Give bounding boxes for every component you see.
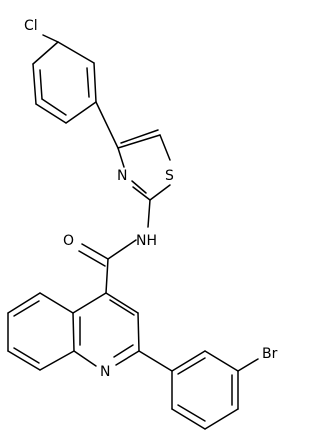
atom-labels: Cl N S NH O N Br [24,18,278,380]
atom-label-nitrogen-thiazole: N [117,168,127,184]
bond [117,147,125,168]
molecule-structure-diagram: Cl N S NH O N Br [0,0,293,445]
bond-double-inner [120,129,159,144]
bond [159,134,171,161]
bond [7,292,41,314]
bond-double-inner [13,300,40,317]
bond-double-inner [109,299,135,316]
bond [73,350,97,367]
atom-label-sulfur: S [165,168,174,184]
bond [171,408,206,430]
bond [105,258,109,294]
atom-label-nitrogen-amide: NH [136,233,157,249]
bond [72,312,75,352]
bond [204,350,239,372]
atom-label-bromine: Br [262,346,278,362]
atom-label-nitrogen-quinoline: N [100,364,110,380]
diagram-background [0,0,293,445]
bond [149,184,171,201]
bond [171,350,206,372]
bond-double-inner [113,344,134,358]
bond [147,199,151,228]
bond [57,41,95,64]
bond [138,350,173,372]
bond [132,186,151,201]
bond [72,292,107,314]
bond-double-inner [13,347,40,364]
bond [237,358,259,372]
bond [81,243,109,260]
bond [105,292,139,314]
atom-label-chlorine: Cl [24,18,38,34]
bond-double-inner [131,180,147,194]
bond-double-inner [39,69,43,100]
bond [107,239,137,260]
bond [39,292,74,314]
bond-double-inner [177,357,206,375]
bond-lines [7,34,259,430]
bond-double-inner [78,250,106,267]
bond-double-inner [177,404,206,422]
bond [204,408,239,430]
bond-double-inner [41,98,67,116]
bond [95,101,119,149]
bond [115,350,140,366]
bond [137,312,140,352]
bond [117,134,161,149]
bond [93,62,97,103]
bond [39,350,75,371]
bond [32,63,37,105]
bond [7,350,41,371]
bond [65,101,97,124]
bond [32,41,59,65]
bond [35,103,67,124]
bond [42,34,59,43]
atom-label-oxygen: O [63,233,74,249]
bond-double-inner [86,67,90,98]
